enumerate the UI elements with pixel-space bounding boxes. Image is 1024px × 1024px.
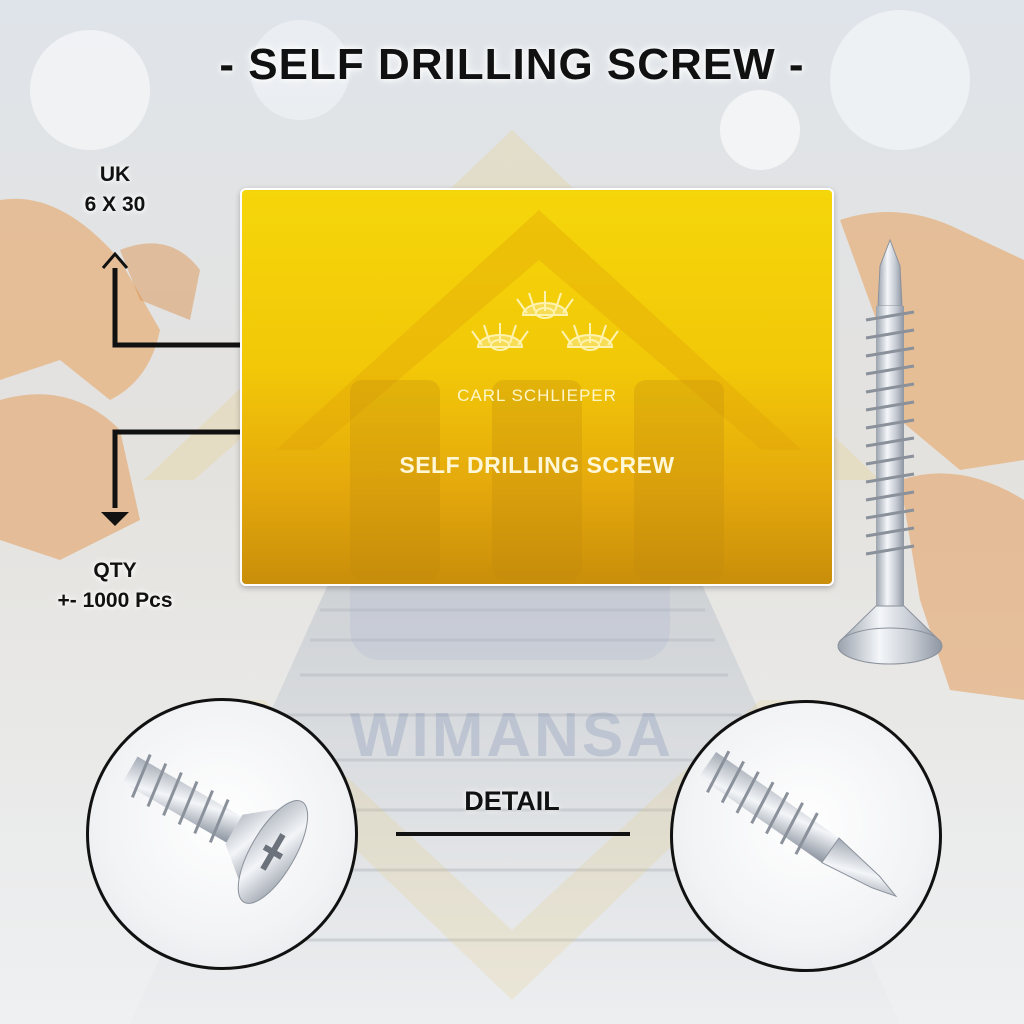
- sunrise-logo-icon: [471, 291, 619, 351]
- card-product-title: SELF DRILLING SCREW: [399, 452, 675, 478]
- self-drilling-screw-image: [837, 238, 943, 665]
- qty-label-value: +- 1000 Pcs: [57, 589, 173, 612]
- drill-tip-closeup-image: [698, 750, 898, 898]
- size-label-dimension: 6 X 30: [84, 193, 146, 216]
- product-package-card: CARL SCHLIEPER SELF DRILLING SCREW: [240, 188, 834, 586]
- brand-name: CARL SCHLIEPER: [457, 386, 617, 405]
- qty-label: QTY +- 1000 Pcs: [30, 556, 200, 616]
- size-label-region: UK: [99, 163, 131, 186]
- page-title: - SELF DRILLING SCREW -: [219, 40, 805, 89]
- detail-underline: [396, 832, 630, 836]
- size-label: UK 6 X 30: [60, 160, 170, 220]
- screw-head-closeup-image: [122, 753, 309, 904]
- card-pattern: [276, 210, 802, 580]
- detail-label: DETAIL: [464, 786, 560, 816]
- watermark-text: WIMANSA: [349, 701, 675, 770]
- detail-tip-circle: [670, 700, 942, 972]
- detail-head-circle: [86, 698, 358, 970]
- qty-label-title: QTY: [93, 559, 137, 582]
